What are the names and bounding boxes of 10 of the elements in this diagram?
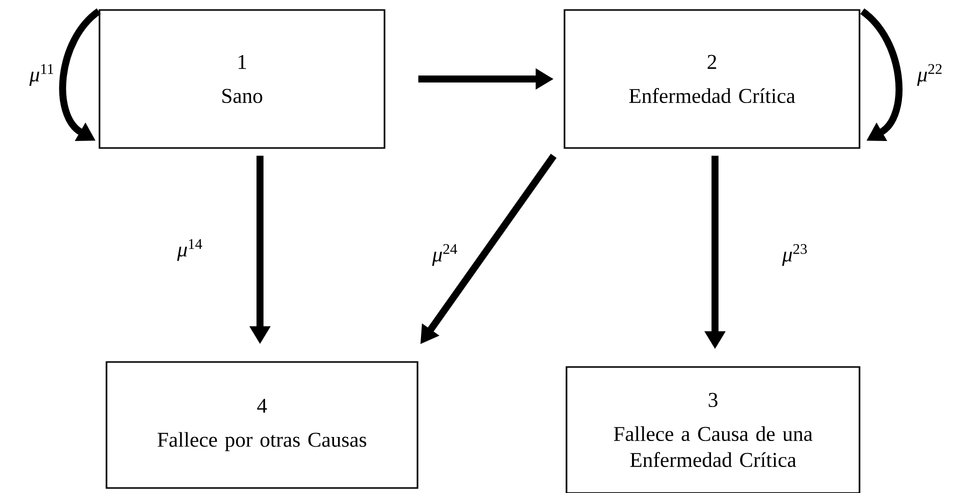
arrow <box>860 8 902 142</box>
state-box: 2 Enfermedad Crítica <box>564 9 860 149</box>
edge-label: μ$^{14}$ <box>176 238 204 262</box>
edge-label: μ$^{23}$ <box>781 243 809 267</box>
edge-label: μ$^{22}$ <box>916 63 944 87</box>
edge-label: μ$^{24}$ <box>431 243 459 267</box>
edge-label: μ$^{11}$ <box>28 63 56 87</box>
state-box: 1 Sano <box>98 9 386 149</box>
state-box: 4 Fallece por otras Causas <box>106 361 418 489</box>
state-box: 3 Fallece a Causa de una Enfermedad Crítica <box>566 366 860 493</box>
